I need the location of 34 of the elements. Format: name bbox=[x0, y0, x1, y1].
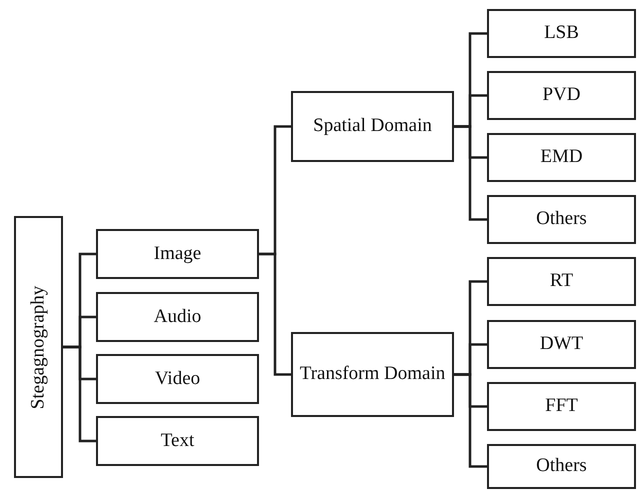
category-box bbox=[96, 292, 259, 342]
node-label: Audio bbox=[154, 306, 202, 328]
node-label: Others bbox=[536, 209, 587, 230]
category-box bbox=[487, 133, 636, 182]
connector-line bbox=[454, 125, 487, 221]
connector-line bbox=[454, 373, 487, 468]
node-label: PVD bbox=[542, 85, 580, 106]
node-label: Others bbox=[536, 456, 587, 477]
category-box bbox=[291, 91, 454, 162]
category-box bbox=[96, 229, 259, 279]
node-label: Video bbox=[154, 368, 200, 390]
node-label: DWT bbox=[540, 334, 584, 355]
node-label: Spatial Domain bbox=[313, 116, 432, 137]
category-box bbox=[487, 320, 636, 369]
connector-line bbox=[259, 252, 291, 376]
root-box bbox=[14, 216, 63, 478]
category-box bbox=[487, 444, 636, 489]
category-box bbox=[487, 257, 636, 306]
category-box bbox=[291, 332, 454, 417]
category-box bbox=[487, 71, 636, 120]
category-box bbox=[96, 416, 259, 466]
node-label: RT bbox=[550, 271, 574, 292]
node-label: Stegagnography bbox=[28, 285, 49, 409]
category-box bbox=[96, 354, 259, 404]
connector-line bbox=[63, 346, 96, 442]
node-label: EMD bbox=[540, 147, 583, 168]
node-label: Transform Domain bbox=[300, 364, 446, 385]
node-label: FFT bbox=[545, 396, 578, 417]
category-box bbox=[487, 382, 636, 431]
node-label: LSB bbox=[544, 23, 579, 44]
node-label: Image bbox=[154, 244, 202, 264]
node-label: Text bbox=[160, 430, 194, 452]
category-box bbox=[487, 9, 636, 58]
category-box bbox=[487, 195, 636, 244]
